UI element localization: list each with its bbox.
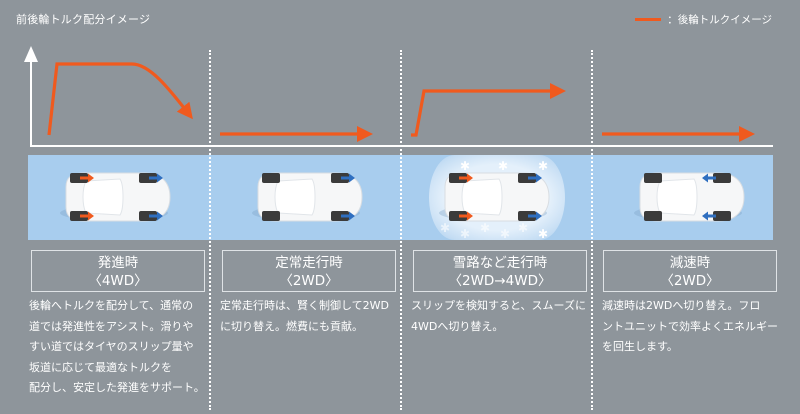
svg-text:✱: ✱ <box>518 221 528 235</box>
svg-text:✱: ✱ <box>460 227 470 241</box>
description-line: に切り替え。燃費にも貢献。 <box>220 319 363 333</box>
legend-label: ：後輪トルクイメージ <box>667 14 772 26</box>
description-line: すい道ではタイヤのスリップ量や <box>29 340 194 353</box>
axis <box>24 46 773 147</box>
legend: ：後輪トルクイメージ <box>635 12 772 27</box>
mode-title: 減速時 <box>669 255 711 271</box>
description-line: 定常走行時は、賢く制御して2WD <box>220 299 390 312</box>
car-start <box>59 172 171 222</box>
car-cruise <box>251 172 363 222</box>
snowflake-icons: ✱ ✱ ✱ ✱ ✱ ✱ ✱ ✱ ✱ <box>440 159 548 241</box>
mode-box-start: 発進時 〈4WD〉 <box>31 250 205 292</box>
legend-line-icon <box>635 18 662 21</box>
mode-box-snow: 雪路など走行時 〈2WD→4WD〉 <box>413 250 587 292</box>
section-divider <box>209 50 211 410</box>
mode-title: 発進時 <box>97 255 139 271</box>
mode-drive: 〈4WD〉 <box>88 273 148 289</box>
description-line: 後輪へトルクを配分して、通常の <box>29 299 194 312</box>
svg-text:✱: ✱ <box>538 227 548 241</box>
y-axis-arrow-icon <box>24 46 38 62</box>
section-divider <box>591 50 593 410</box>
mode-title: 定常走行時 <box>275 255 343 271</box>
cars-layer: ✱ ✱ ✱ ✱ ✱ ✱ ✱ ✱ ✱ <box>59 159 745 241</box>
mode-drive: 〈2WD→4WD〉 <box>448 273 552 289</box>
svg-text:✱: ✱ <box>498 159 508 173</box>
mode-box-decel: 減速時 〈2WD〉 <box>603 250 777 292</box>
torque-curve-snow <box>411 83 566 137</box>
description-line: 配分し、安定した発進をサポート。 <box>29 381 205 394</box>
description-line: 坂道に応じて最適なトルクを <box>29 360 172 374</box>
section-divider <box>400 50 402 410</box>
mode-drive: 〈2WD〉 <box>279 273 339 289</box>
mode-drive: 〈2WD〉 <box>660 273 720 289</box>
description-line: スリップを検知すると、スムーズに <box>411 299 587 312</box>
car-snow <box>438 172 550 222</box>
description-decel: 減速時は2WDへ切り替え。フロ ントユニットで効率よくエネルギー を回生します。 <box>602 296 782 358</box>
torque-curve-start <box>47 62 193 136</box>
svg-text:✱: ✱ <box>500 227 510 241</box>
svg-text:✱: ✱ <box>460 159 470 173</box>
svg-text:✱: ✱ <box>480 221 490 235</box>
description-line: 道では発進性をアシスト。滑りや <box>29 319 194 333</box>
description-cruise: 定常走行時は、賢く制御して2WD に切り替え。燃費にも貢献。 <box>220 296 400 337</box>
description-line: 減速時は2WDへ切り替え。フロ <box>602 299 761 312</box>
description-start: 後輪へトルクを配分して、通常の 道では発進性をアシスト。滑りや すい道ではタイヤ… <box>29 296 209 399</box>
description-line: ントユニットで効率よくエネルギー <box>602 319 778 333</box>
mode-title: 雪路など走行時 <box>452 255 548 271</box>
svg-text:✱: ✱ <box>440 221 450 235</box>
mode-box-cruise: 定常走行時 〈2WD〉 <box>222 250 396 292</box>
car-decel <box>633 172 745 222</box>
svg-text:✱: ✱ <box>538 159 548 173</box>
description-snow: スリップを検知すると、スムーズに 4WDへ切り替え。 <box>411 296 591 337</box>
diagram-title: 前後輪トルク配分イメージ <box>16 13 151 26</box>
description-line: を回生します。 <box>602 340 678 353</box>
description-line: 4WDへ切り替え。 <box>411 319 504 333</box>
